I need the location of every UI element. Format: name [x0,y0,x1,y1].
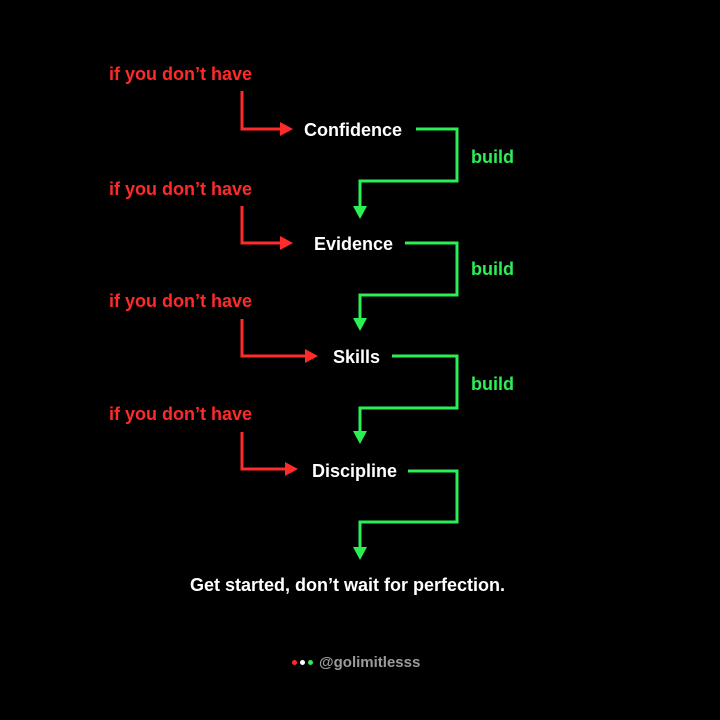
condition-label: if you don’t have [109,291,253,311]
green-arrowhead-1 [353,206,367,219]
condition-label: if you don’t have [109,404,253,424]
green-connector-2 [358,241,459,319]
green-connector-4 [358,469,459,547]
footer-handle: @golimitlesss [292,653,421,671]
condition-label: if you don’t have [109,64,253,84]
green-connector-1 [358,127,459,207]
red-connectors [240,91,305,471]
white-dot-icon [300,659,305,665]
step-discipline: Discipline [312,461,398,481]
red-connector-3 [240,319,305,358]
handle-text: @golimitlesss [319,653,421,671]
build-label: build [471,259,514,279]
conclusion-text: Get started, don’t wait for perfection. [190,575,506,595]
green-dot-icon [308,659,313,665]
red-arrowhead-2 [280,236,293,250]
red-connector-1 [240,91,280,131]
green-arrowhead-4 [353,547,367,560]
step-skills: Skills [333,347,381,367]
green-arrowhead-3 [353,431,367,444]
build-label: build [471,147,514,167]
red-arrowhead-4 [285,462,298,476]
red-connector-4 [240,432,285,471]
red-arrowhead-1 [280,122,293,136]
red-connector-2 [240,206,280,245]
step-confidence: Confidence [304,120,403,140]
red-arrowhead-3 [305,349,318,363]
green-connectors [358,127,459,547]
green-arrowhead-2 [353,318,367,331]
green-connector-3 [358,354,459,432]
red-arrowheads [280,122,318,476]
red-dot-icon [292,659,297,665]
condition-label: if you don’t have [109,179,253,199]
build-label: build [471,374,514,394]
green-arrowheads [353,206,367,560]
step-evidence: Evidence [314,234,394,254]
